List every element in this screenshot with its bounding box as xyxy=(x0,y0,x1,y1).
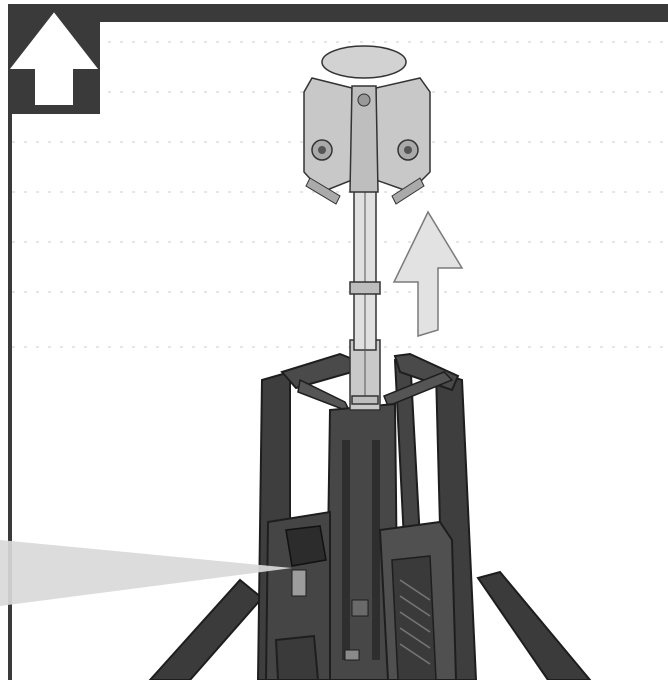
arrow-up-icon xyxy=(9,12,99,105)
battery-housing xyxy=(264,510,331,680)
tower-frame xyxy=(256,352,478,680)
dotted-guide-lines xyxy=(12,41,668,348)
direction-badge xyxy=(8,4,100,114)
frame-top-bar xyxy=(8,4,668,22)
raise-direction-arrow xyxy=(392,210,464,338)
side-panel xyxy=(378,520,458,680)
lamp-head xyxy=(303,45,431,205)
telescopic-mast xyxy=(349,189,381,411)
frame-left-rule xyxy=(8,4,12,680)
